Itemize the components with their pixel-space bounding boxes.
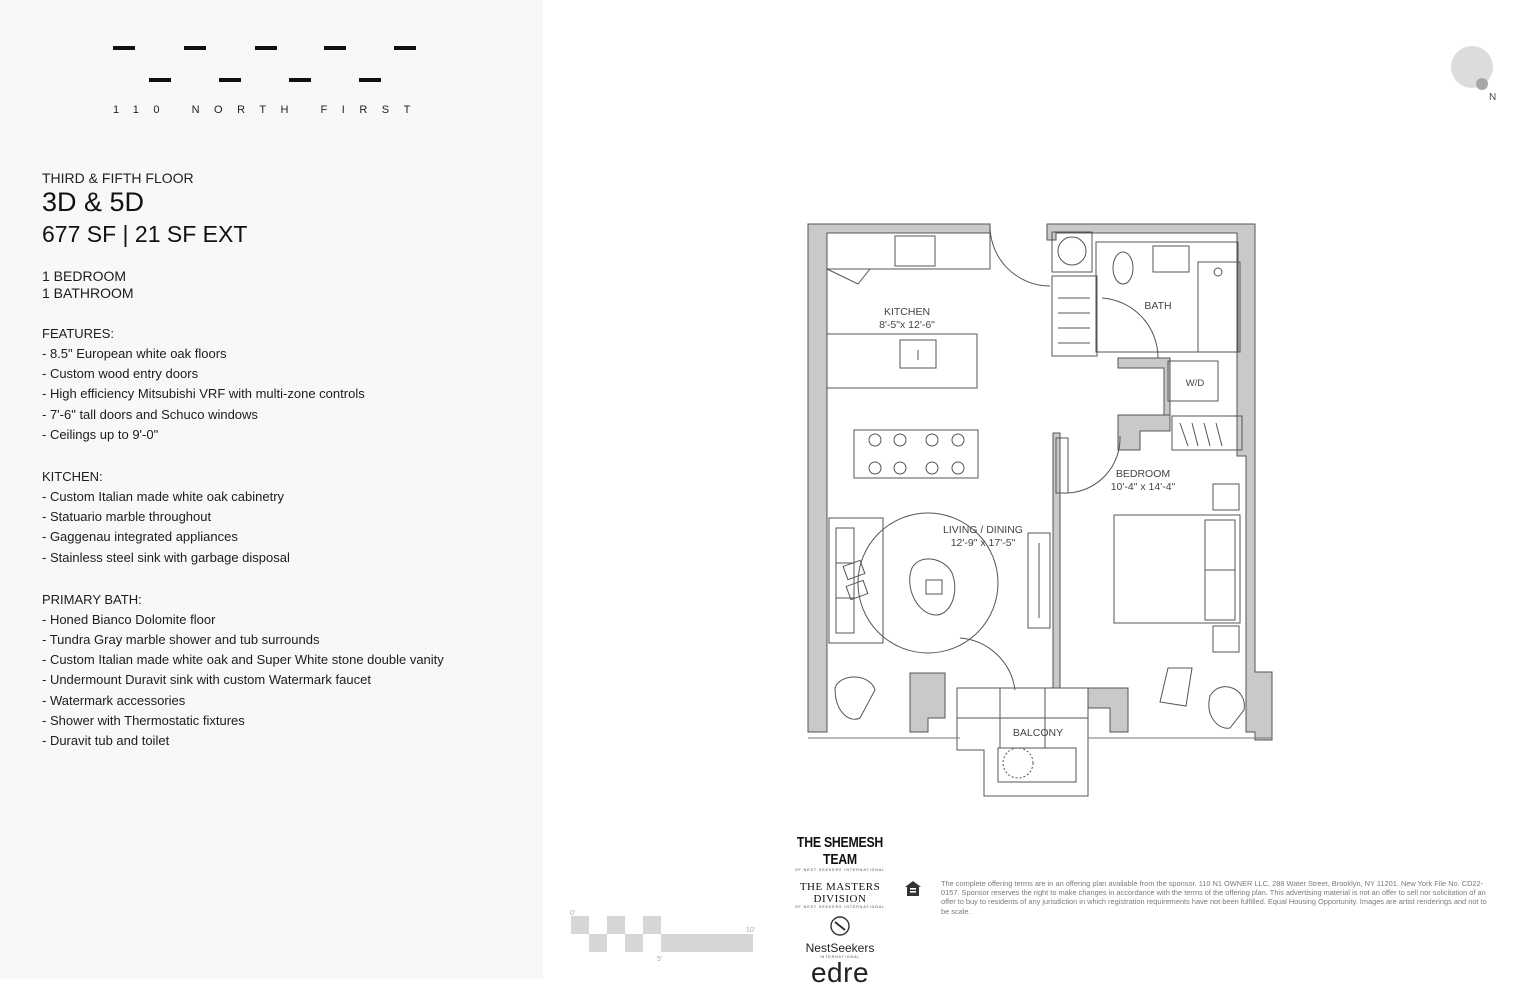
legal-disclaimer: The complete offering terms are in an of… <box>941 879 1487 916</box>
feature-item: - Ceilings up to 9'-0" <box>42 426 159 442</box>
wall-bottom-left <box>909 672 946 733</box>
masters-seal-icon <box>830 916 850 936</box>
bath-item: - Duravit tub and toilet <box>42 733 170 749</box>
floor-label: THIRD & FIFTH FLOOR <box>42 170 194 186</box>
bath-item: - Tundra Gray marble shower and tub surr… <box>42 632 320 648</box>
feature-item: - 7'-6" tall doors and Schuco windows <box>42 406 258 422</box>
bath-door-arc <box>1101 297 1159 359</box>
kitchen-counter <box>826 232 991 270</box>
shemesh-team-sub: OF NEST SEEKERS INTERNATIONAL <box>794 868 886 872</box>
kitchen-item: - Stainless steel sink with garbage disp… <box>42 549 290 565</box>
bathroom-count: 1 BATHROOM <box>42 285 134 301</box>
bedroom-door-jamb <box>1055 437 1069 494</box>
entry-door-arc <box>989 225 1051 287</box>
kitchen-item: - Custom Italian made white oak cabinetr… <box>42 489 285 505</box>
bath-item: - Undermount Duravit sink with custom Wa… <box>42 672 371 688</box>
broker-logos: THE SHEMESH TEAM OF NEST SEEKERS INTERNA… <box>782 832 898 988</box>
bed <box>1113 514 1241 624</box>
balcony-outline <box>956 687 1089 797</box>
nestseekers-logo: NestSeekers <box>805 941 875 955</box>
living-label: LIVING / DINING <box>943 524 1023 536</box>
balcony-rug <box>997 747 1077 783</box>
armchair-living <box>834 676 876 720</box>
kitchen-item: - Gaggenau integrated appliances <box>42 529 238 545</box>
wall-bottom-right <box>1087 687 1129 733</box>
balcony-label: BALCONY <box>1013 727 1063 739</box>
unit-area: 677 SF | 21 SF EXT <box>42 221 248 247</box>
bath-item: - Custom Italian made white oak and Supe… <box>42 652 444 668</box>
tv-console <box>1027 532 1051 629</box>
bath-label: BATH <box>1144 300 1171 312</box>
wall-bedroom-top <box>1117 414 1171 451</box>
nightstand-bottom <box>1212 625 1240 653</box>
dining-chairs <box>868 433 965 475</box>
washer-closet <box>1051 231 1093 273</box>
interior-wall-bath <box>1117 357 1171 416</box>
kitchen-item: - Statuario marble throughout <box>42 509 212 525</box>
equal-housing-icon <box>905 881 921 896</box>
bedroom-closet <box>1171 415 1243 451</box>
scale-mid-label: 5' <box>657 956 662 963</box>
room-counts: 1 BEDROOM 1 BATHROOM <box>42 268 512 302</box>
shemesh-team-logo: THE SHEMESH TEAM <box>796 834 884 868</box>
north-compass-icon: N <box>1451 46 1496 102</box>
feature-item: - Custom wood entry doors <box>42 366 199 382</box>
features-section: FEATURES: - 8.5" European white oak floo… <box>42 324 512 445</box>
wd-label: W/D <box>1186 378 1205 389</box>
sofa <box>828 517 884 644</box>
kitchen-section: KITCHEN: - Custom Italian made white oak… <box>42 467 512 568</box>
feature-item: - High efficiency Mitsubishi VRF with mu… <box>42 386 365 402</box>
floor-plan: KITCHEN 8'-5"x 12'-6" BATH W/D BEDROOM 1… <box>807 223 1273 797</box>
bedroom-label: BEDROOM <box>1116 468 1170 480</box>
dining-table <box>853 429 979 479</box>
bedroom-door-arc <box>1067 435 1121 494</box>
primary-bath-title: PRIMARY BATH: <box>42 591 142 607</box>
scale-bar: 0' 5' 10' <box>570 910 755 963</box>
balcony-door-arc <box>959 637 1016 691</box>
nightstand-top <box>1212 483 1240 511</box>
masters-division-logo: THE MASTERS DIVISION <box>799 881 881 905</box>
exterior-wall-top-right <box>1046 223 1273 741</box>
coffee-table <box>909 558 956 616</box>
kitchen-title: KITCHEN: <box>42 469 103 485</box>
building-name: 110 NORTH FIRST <box>113 104 425 116</box>
bath-item: - Shower with Thermostatic fixtures <box>42 712 245 728</box>
bath-room <box>1095 241 1239 353</box>
bath-item: - Honed Bianco Dolomite floor <box>42 611 216 627</box>
scale-end-label: 10' <box>746 927 755 934</box>
masters-division-sub: OF NEST SEEKERS INTERNATIONAL <box>794 905 886 909</box>
feature-item: - 8.5" European white oak floors <box>42 346 227 361</box>
edre-logo: edre <box>810 957 870 988</box>
kitchen-label: KITCHEN <box>884 306 930 318</box>
armchair-bedroom-2 <box>1208 686 1245 729</box>
bedroom-count: 1 BEDROOM <box>42 268 127 284</box>
living-dims: 12'-9" x 17'-5" <box>951 537 1016 549</box>
features-title: FEATURES: <box>42 326 114 341</box>
bathtub <box>1197 261 1241 353</box>
unit-details: THIRD & FIFTH FLOOR 3D & 5D 677 SF | 21 … <box>42 170 512 751</box>
kitchen-island <box>826 333 978 389</box>
unit-info-panel: 110 NORTH FIRST THIRD & FIFTH FLOOR 3D &… <box>0 0 543 979</box>
unit-name: 3D & 5D <box>42 187 145 217</box>
area-rug <box>857 512 999 654</box>
nestseekers-sub: INTERNATIONAL <box>819 955 861 959</box>
bath-item: - Watermark accessories <box>42 692 186 708</box>
island-sink <box>899 339 937 369</box>
bedroom-dims: 10'-4" x 14'-4" <box>1111 481 1176 493</box>
building-logo-mark <box>113 46 416 82</box>
coat-closet <box>1051 275 1098 357</box>
kitchen-dims: 8'-5"x 12'-6" <box>879 319 935 331</box>
scale-start-label: 0' <box>570 910 575 917</box>
kitchen-sink <box>894 235 936 267</box>
compass-label: N <box>1489 92 1496 102</box>
wd-unit <box>1167 360 1219 402</box>
vanity <box>1152 245 1190 273</box>
toilet <box>1112 251 1134 285</box>
primary-bath-section: PRIMARY BATH: - Honed Bianco Dolomite fl… <box>42 590 512 751</box>
armchair-bedroom-1 <box>1159 667 1193 707</box>
